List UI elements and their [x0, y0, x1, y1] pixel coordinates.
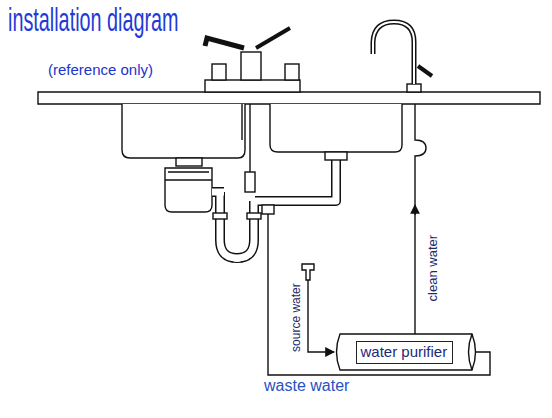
- drain-pipes: [212, 152, 347, 262]
- trap-nut: [247, 213, 261, 219]
- faucet-base: [205, 80, 300, 92]
- pipe-label: source water: [289, 284, 302, 353]
- pipe-label: clean water: [426, 235, 440, 301]
- pipe-inner: [212, 160, 336, 262]
- faucet-spout: [205, 38, 244, 48]
- disposal-band: [165, 172, 212, 180]
- purifier-end: [469, 334, 473, 370]
- purifier-housing: [337, 334, 476, 370]
- right-bowl: [270, 104, 402, 152]
- faucet-nut: [285, 64, 299, 80]
- purifier-faucet-base: [407, 84, 421, 92]
- gooseneck-outer: [373, 22, 414, 84]
- clean-water-line: [415, 104, 426, 215]
- faucet-body: [241, 52, 261, 80]
- note-text: (reference only): [48, 62, 153, 79]
- node-text: water purifier: [361, 344, 448, 361]
- countertop: [38, 92, 540, 104]
- pipe-outer: [212, 160, 336, 262]
- drain-saddle: [262, 205, 274, 214]
- purifier-faucet-lever: [418, 66, 432, 76]
- waste-water-line: [268, 214, 490, 375]
- drain-flange: [176, 158, 202, 166]
- clean-water-arrow: [414, 205, 415, 334]
- supply-hose: [242, 104, 250, 172]
- garbage-disposal: [165, 168, 212, 212]
- hose-weight: [245, 172, 255, 192]
- faucet-nut: [212, 64, 226, 80]
- source-valve: [302, 264, 314, 280]
- sink-drawing: [38, 22, 540, 375]
- purifier-label-box: water purifier: [356, 341, 453, 364]
- strainer: [325, 152, 347, 160]
- gooseneck-inner: [373, 22, 414, 84]
- pipe-label: waste water: [264, 377, 349, 395]
- left-bowl: [122, 104, 245, 158]
- faucet-lever: [256, 28, 290, 48]
- diagram-title: installation diagram: [8, 2, 179, 38]
- source-water-line: [308, 280, 334, 352]
- trap-nut: [213, 213, 227, 219]
